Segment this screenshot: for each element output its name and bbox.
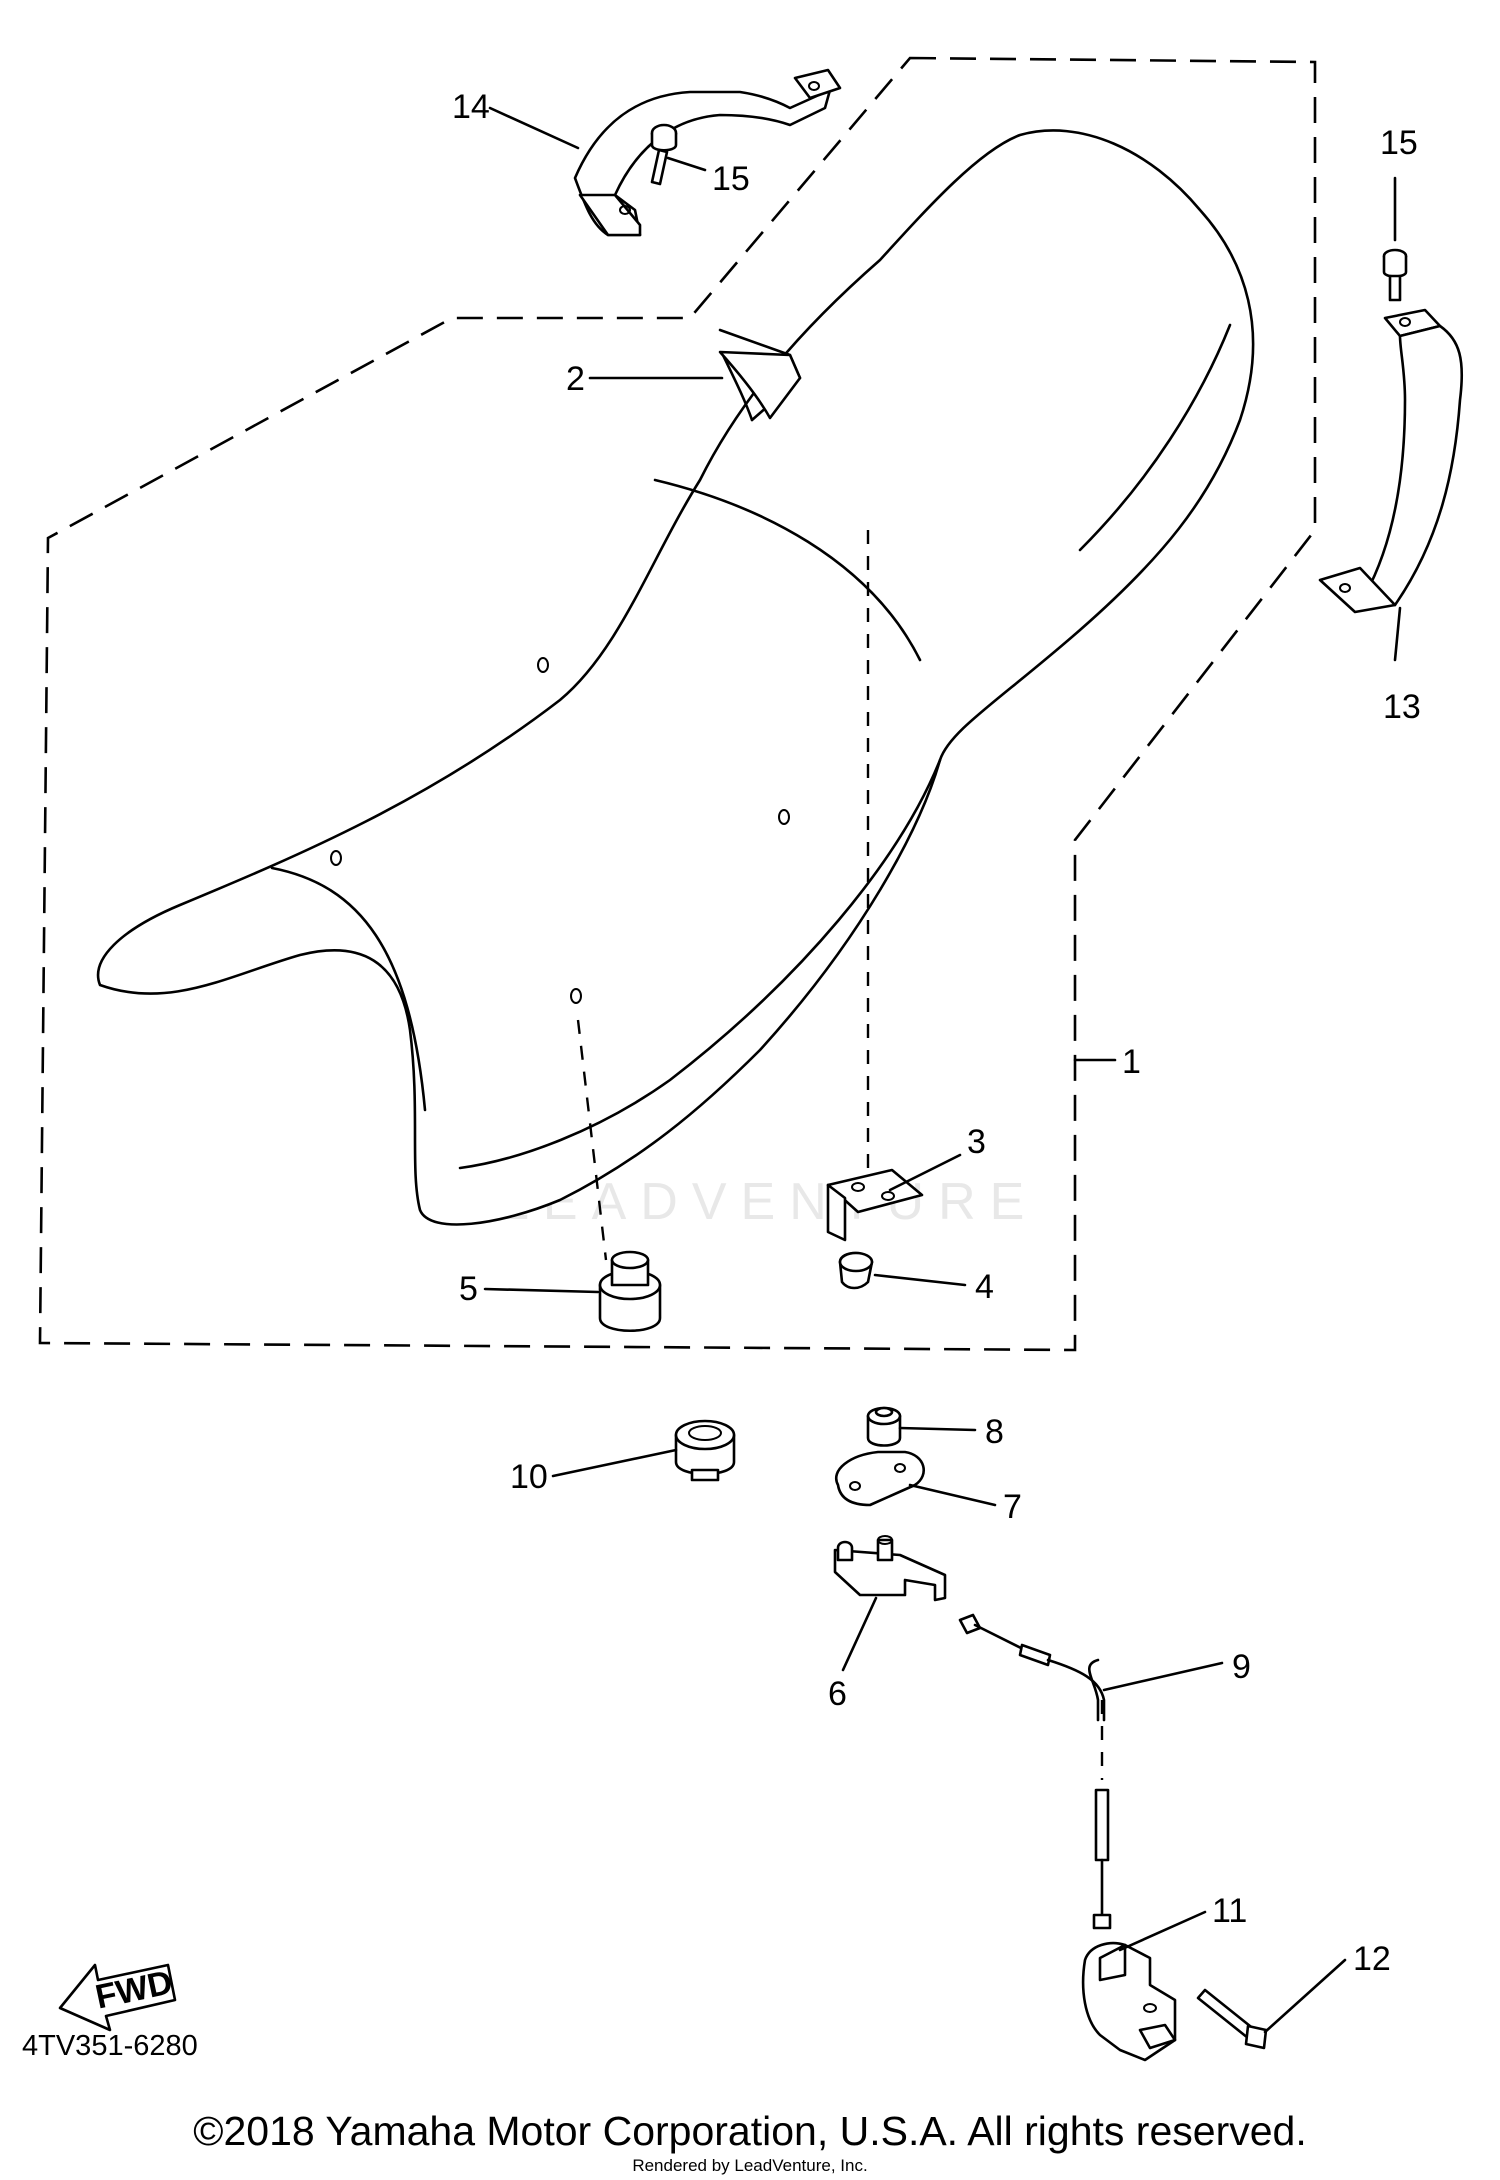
- fwd-arrow-icon: FWD: [58, 1963, 177, 2032]
- seat-assembly-boundary: [38, 56, 1317, 1352]
- callout-12: 12: [1353, 1940, 1391, 1978]
- callout-11: 11: [1212, 1892, 1247, 1930]
- part-2-seat-flap: [718, 350, 802, 420]
- part-4-nut: [838, 1251, 874, 1290]
- callout-10: 10: [510, 1458, 548, 1496]
- rendered-by-note: Rendered by LeadVenture, Inc.: [632, 2156, 868, 2175]
- part-5-damper: [598, 1250, 662, 1333]
- part-8-nut: [866, 1406, 902, 1447]
- part-13-grab-bar-right: [1318, 308, 1464, 614]
- callout-6: 6: [828, 1675, 847, 1713]
- part-6-lock-bracket: [833, 1535, 947, 1602]
- callout-3: 3: [967, 1123, 986, 1161]
- callout-14: 14: [452, 88, 490, 126]
- diagram-id: 4TV351-6280: [22, 2030, 198, 2062]
- callout-1: 1: [1122, 1043, 1141, 1081]
- callout-15-left: 15: [712, 160, 750, 198]
- callout-15-right: 15: [1380, 124, 1418, 162]
- callout-9: 9: [1232, 1648, 1251, 1686]
- callout-leaders: [483, 106, 1402, 2034]
- callout-13: 13: [1383, 688, 1421, 726]
- callout-8: 8: [985, 1413, 1004, 1451]
- part-12-bolt: [1196, 1988, 1268, 2050]
- callout-2: 2: [566, 360, 585, 398]
- part-10-damper: [674, 1419, 736, 1482]
- part-15-bolt-right: [1382, 248, 1408, 302]
- part-11-lock-assembly: [1081, 1941, 1177, 2062]
- part-15-bolt-left: [650, 123, 678, 186]
- fwd-label: FWD: [92, 1963, 176, 2016]
- callout-4: 4: [975, 1268, 994, 1306]
- seat: [96, 129, 1255, 1226]
- part-14-grab-bar: [573, 68, 842, 237]
- callout-7: 7: [1003, 1488, 1022, 1526]
- part-3-bracket: [826, 1168, 924, 1242]
- copyright-notice: ©2018 Yamaha Motor Corporation, U.S.A. A…: [193, 2108, 1307, 2154]
- part-7-plate: [835, 1450, 925, 1507]
- part-9-cable: [958, 1613, 1112, 1930]
- callout-5: 5: [459, 1270, 478, 1308]
